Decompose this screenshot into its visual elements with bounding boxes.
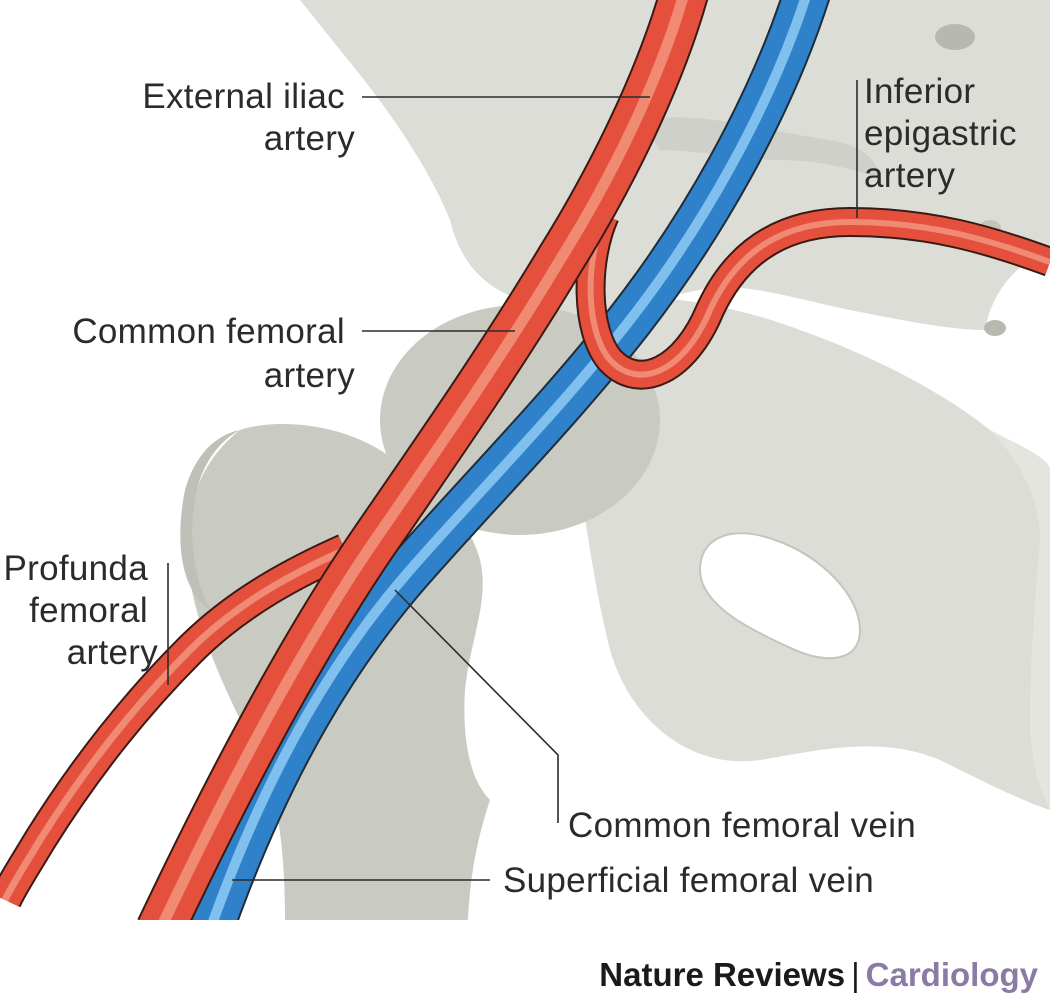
- label-inferior-epigastric-artery: Inferior epigastric artery: [864, 72, 1027, 195]
- label-line: artery: [264, 119, 355, 158]
- label-line: Inferior: [864, 72, 975, 111]
- bottom-mask: [0, 920, 1050, 1000]
- main-artery: [137, 0, 709, 941]
- obturator-foramen: [698, 532, 862, 660]
- epigastric-highlight: [587, 213, 1050, 378]
- vein-highlight: [205, 0, 810, 932]
- label-line: External iliac: [142, 77, 345, 116]
- greater-trochanter: [180, 430, 240, 610]
- pelvis-bone: [180, 0, 1050, 920]
- journal-subject: Cardiology: [865, 956, 1038, 993]
- label-external-iliac-artery: External iliac artery: [142, 77, 355, 158]
- label-superficial-femoral-vein: Superficial femoral vein: [503, 861, 874, 900]
- credit-separator: |: [851, 956, 860, 993]
- leader-common-femoral-vein: [394, 589, 559, 823]
- journal-credit: Nature Reviews|Cardiology: [599, 955, 1038, 995]
- label-line: artery: [864, 156, 955, 195]
- artery-highlight: [155, 0, 688, 933]
- label-line: epigastric: [864, 114, 1017, 153]
- profunda-femoral-artery: [0, 534, 352, 908]
- journal-name: Nature Reviews: [599, 956, 846, 993]
- femoral-vein: [187, 0, 830, 938]
- bone-hole-low: [984, 320, 1006, 336]
- pubic-edge: [990, 430, 1050, 810]
- iliac-wing: [300, 0, 1050, 330]
- label-line: Profunda: [4, 549, 149, 588]
- leader-lines: [167, 80, 858, 881]
- label-line: artery: [264, 356, 355, 395]
- label-common-femoral-artery: Common femoral artery: [72, 312, 355, 395]
- label-line: artery: [67, 633, 158, 672]
- label-common-femoral-vein: Common femoral vein: [568, 806, 916, 845]
- label-line: Common femoral: [72, 312, 345, 351]
- profunda-highlight: [1, 546, 347, 902]
- label-profunda-femoral-artery: Profunda femoral artery: [4, 549, 159, 672]
- bone-hole-top: [935, 24, 975, 50]
- labels: External iliac artery Inferior epigastri…: [4, 72, 1027, 900]
- inferior-epigastric-artery: [575, 206, 1050, 390]
- label-line: femoral: [29, 591, 148, 630]
